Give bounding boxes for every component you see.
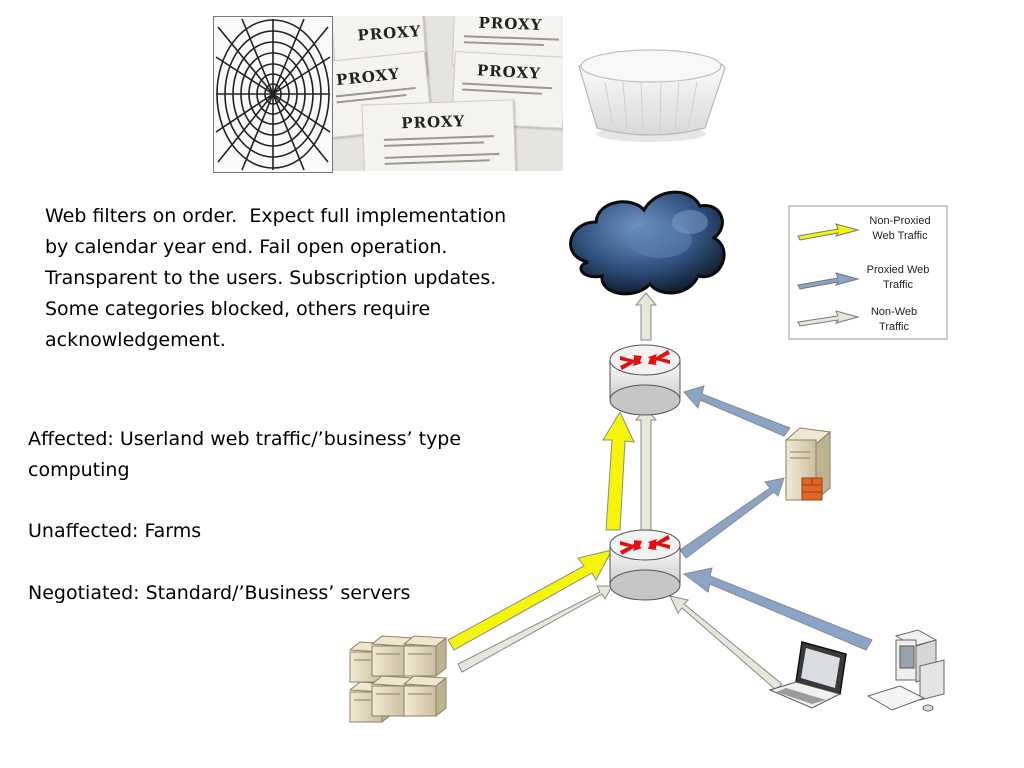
proxy-server	[784, 427, 832, 502]
affected-text: Affected: Userland web traffic/’business…	[28, 428, 468, 481]
intro-paragraph: Web filters on order. Expect full implem…	[45, 205, 513, 351]
legend-item-non-proxied: Non-Proxied Web Traffic	[797, 215, 931, 242]
arrow-router-to-router	[634, 407, 658, 531]
legend-label: Non-Proxied	[869, 215, 930, 227]
internet-cloud	[569, 190, 726, 296]
arrow-router-to-router-web	[602, 410, 635, 531]
legend-label: Proxied Web	[867, 264, 930, 276]
coffee-filter-image	[565, 16, 737, 171]
legend-label: Traffic	[879, 321, 909, 333]
connections	[447, 292, 873, 691]
legend-item-non-web: Non-Web Traffic	[797, 306, 917, 333]
legend-arrow-gray-icon	[797, 310, 860, 327]
arrow-workstation-proxied	[682, 567, 873, 651]
legend-label: Web Traffic	[872, 230, 928, 242]
coffee-filter-icon	[578, 49, 726, 142]
router-top	[609, 344, 681, 416]
router-icon	[609, 529, 681, 561]
legend-arrow-blue-icon	[797, 272, 860, 290]
arrow-laptop-non-web	[669, 595, 783, 691]
spider-web-image	[213, 16, 333, 173]
arrow-farm-web	[447, 549, 613, 651]
workstation	[866, 629, 945, 712]
router-icon	[609, 344, 681, 376]
laptop	[768, 641, 847, 709]
arrow-proxy-to-router	[683, 385, 791, 437]
legend-label: Non-Web	[871, 306, 917, 318]
proxy-documents-image: PROXY PROXY PROXY PROXY PROXY	[333, 16, 563, 171]
desktop-computer-icon	[899, 645, 915, 669]
router-bottom	[609, 529, 681, 601]
arrow-farm-non-web	[457, 585, 613, 673]
legend-box	[788, 205, 948, 340]
mouse-icon	[922, 704, 934, 712]
unaffected-text: Unaffected: Farms	[28, 520, 202, 542]
spider-web-icon	[215, 18, 331, 171]
legend-item-proxied: Proxied Web Traffic	[797, 264, 930, 291]
keyboard-icon	[866, 685, 926, 711]
arrow-router-to-cloud	[634, 292, 658, 341]
server-farm	[348, 635, 448, 724]
laptop-icon	[801, 648, 840, 688]
arrow-router-to-proxy	[679, 477, 785, 559]
negotiated-text: Negotiated: Standard/’Business’ servers	[28, 582, 411, 604]
legend-arrow-yellow-icon	[797, 223, 860, 241]
legend-label: Traffic	[883, 279, 913, 291]
legend: Non-Proxied Web Traffic Proxied Web Traf…	[788, 205, 948, 340]
